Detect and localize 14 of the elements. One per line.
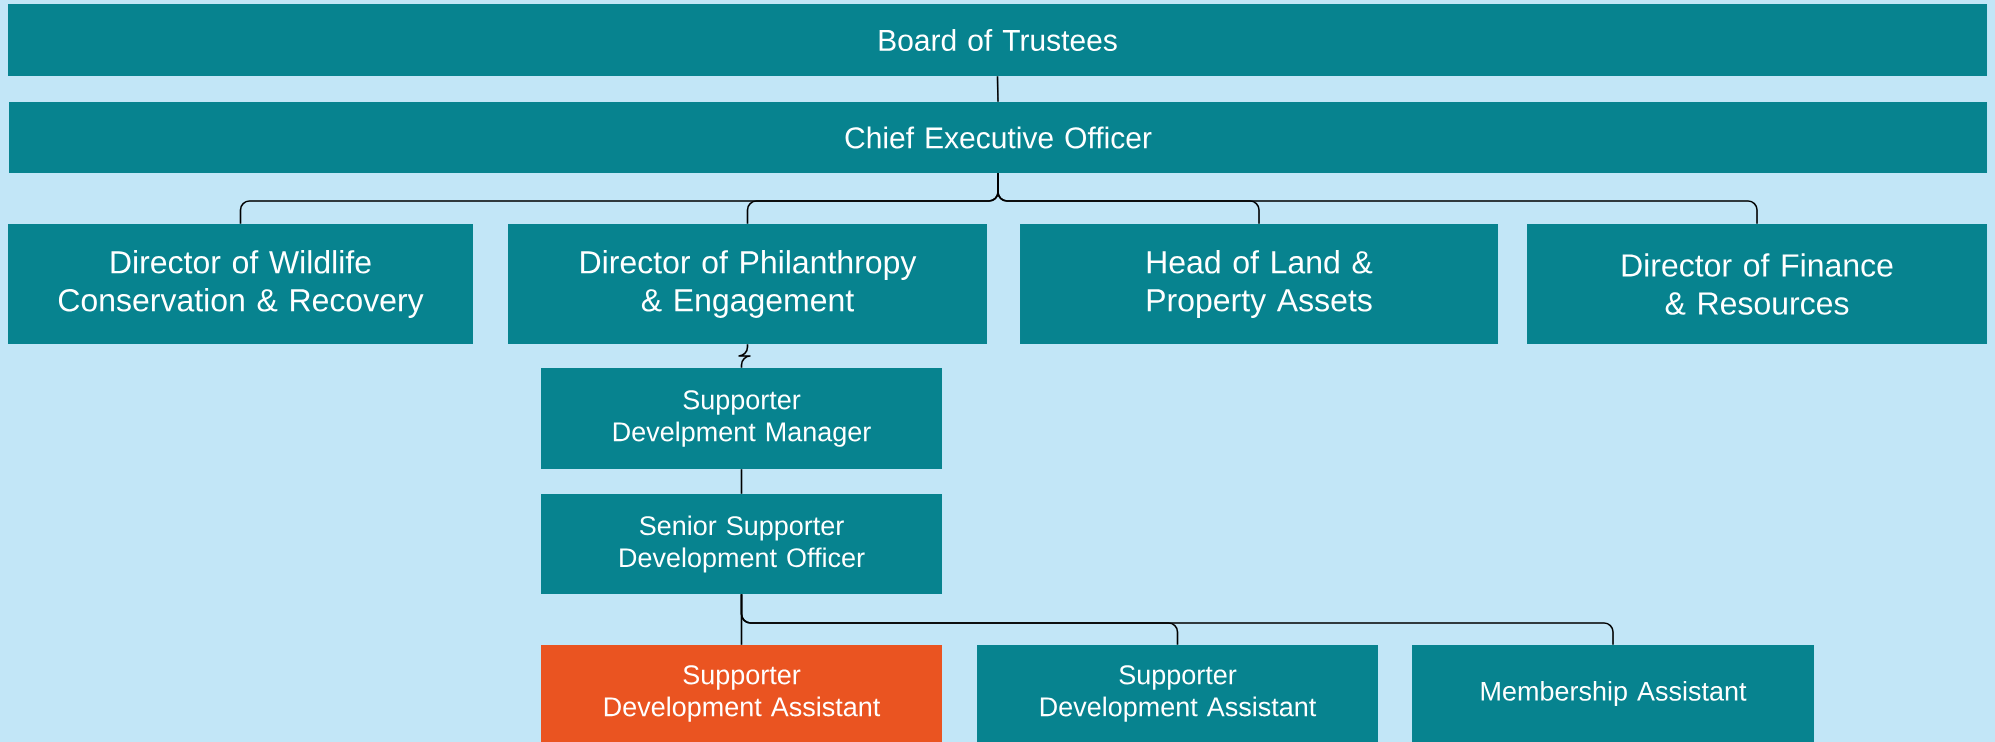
title-box: Board of Trustees	[8, 4, 1987, 76]
role-box: Director of Philanthropy & Engagement	[508, 224, 987, 344]
role-box: Supporter Development Assistant	[977, 645, 1378, 742]
role-box: Membership Assistant	[1412, 645, 1814, 742]
connector-line	[737, 343, 752, 369]
role-box: Head of Land & Property Assets	[1020, 224, 1498, 344]
connector-line	[740, 468, 743, 495]
highlighted-role-box: Supporter Development Assistant	[541, 645, 942, 742]
role-box: Director of Wildlife Conservation & Recovery	[8, 224, 473, 344]
role-box: Director of Finance & Resources	[1527, 224, 1987, 344]
role-box: Chief Executive Officer	[9, 102, 1987, 173]
role-box: Supporter Develpment Manager	[541, 368, 942, 469]
role-box: Senior Supporter Development Officer	[541, 494, 942, 594]
connector-line	[996, 75, 999, 103]
